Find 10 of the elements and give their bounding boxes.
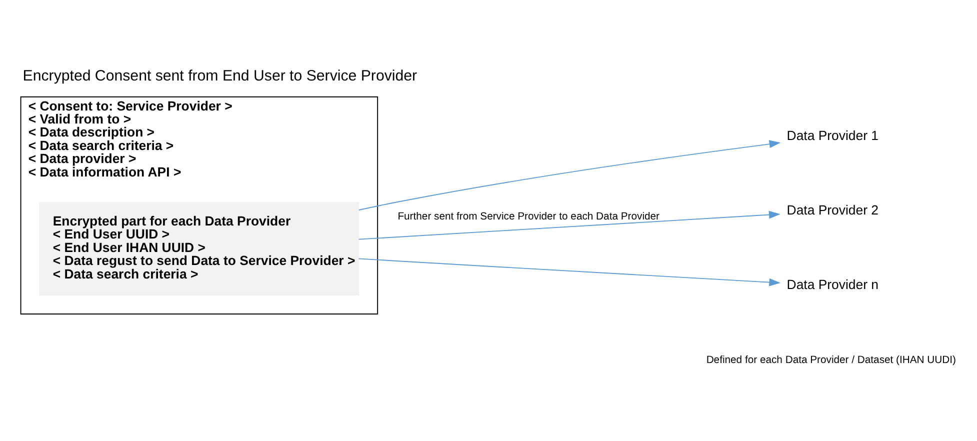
node-box: Encrypted part for each Data Provider < End User UUID > < End User IHAN UUID > < Data regust to send Data to Service Provider > < Data search criteria > <box>39 202 360 296</box>
diagram-title: Encrypted Consent sent from End User to Service Provider <box>22 67 418 84</box>
arrow <box>358 210 780 240</box>
node-text: Data Provider n <box>786 276 879 292</box>
label: Defined for each Data Provider / Dataset (IHAN UUDI) <box>706 354 956 366</box>
arrow <box>358 140 781 210</box>
edge-label: Further sent from Service Provider to each Data Provider <box>398 210 660 222</box>
node-text: Data Provider 1 <box>786 128 879 143</box>
arrow <box>358 258 781 286</box>
node-text: Data Provider 2 <box>786 202 879 218</box>
